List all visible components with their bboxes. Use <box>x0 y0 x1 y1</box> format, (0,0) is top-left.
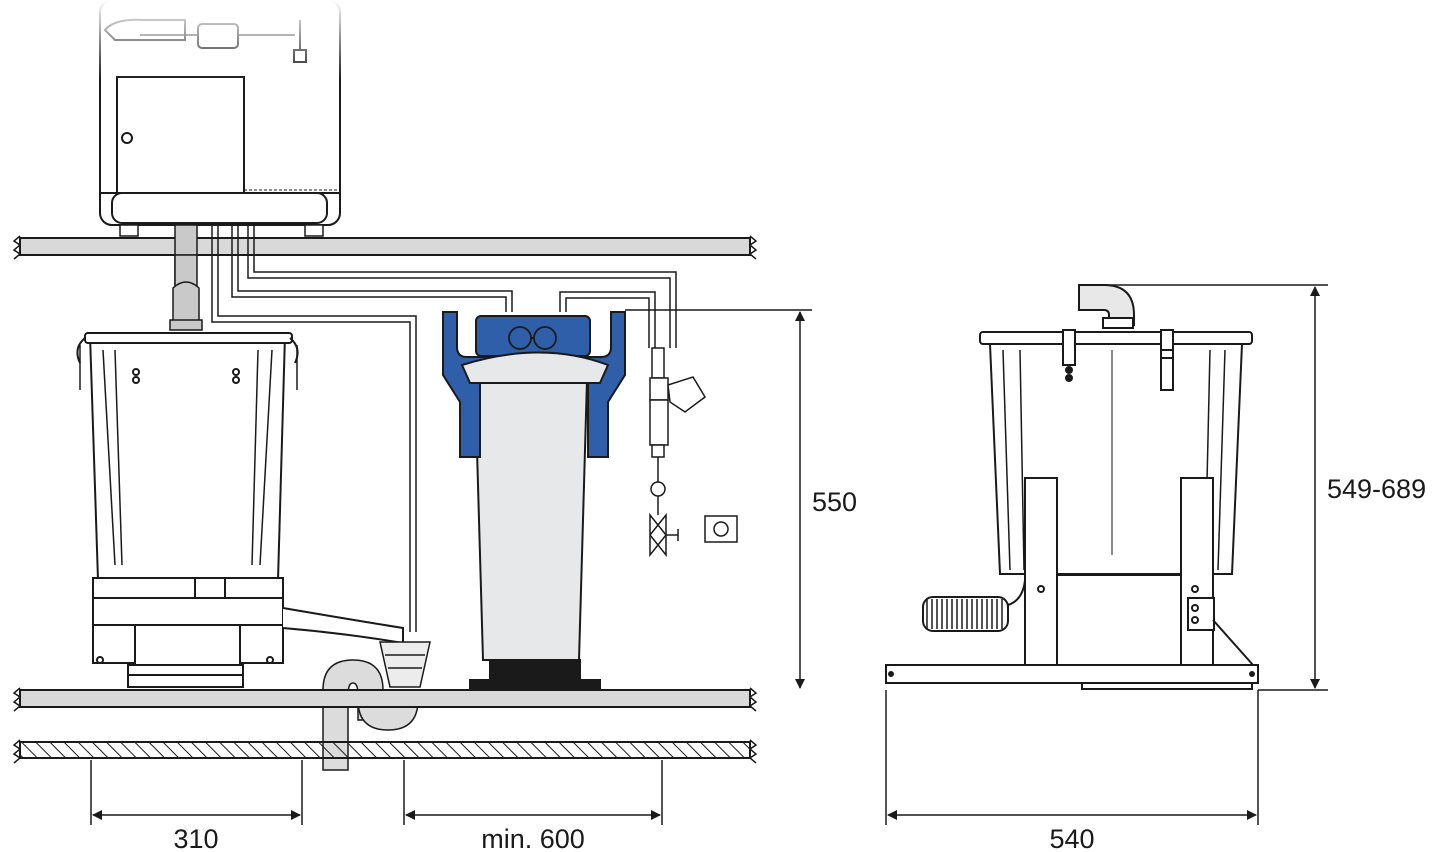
side-base-plate <box>885 664 1259 690</box>
dimension-label-min-600: min. 600 <box>481 824 585 852</box>
water-softener-icon <box>76 332 404 688</box>
dimension-310 <box>90 760 303 825</box>
shut-off-valve-icon <box>649 512 667 558</box>
elbow-pipe <box>1078 284 1135 329</box>
front-view: 310 min. 600 550 <box>12 0 857 852</box>
lower-shelf <box>12 687 758 712</box>
dishwasher-icon <box>90 0 350 237</box>
side-view: 540 549-689 <box>885 284 1426 852</box>
dimension-label-310: 310 <box>173 824 218 852</box>
dimension-label-550: 550 <box>812 487 857 517</box>
dimension-540 <box>885 690 1259 825</box>
floor <box>12 739 758 764</box>
tap-valve-icon <box>649 347 738 558</box>
spiral-hose-icon <box>922 579 1026 632</box>
water-filter-icon <box>442 311 626 691</box>
dimension-label-540: 540 <box>1049 824 1094 852</box>
dimension-min-600 <box>403 760 663 825</box>
dimension-550 <box>625 309 812 689</box>
upper-shelf <box>12 235 758 260</box>
dimension-label-549-689: 549-689 <box>1327 474 1426 504</box>
side-view-unit-icon <box>979 329 1254 667</box>
dimension-549-689 <box>1105 284 1328 691</box>
water-pipes <box>169 224 677 632</box>
